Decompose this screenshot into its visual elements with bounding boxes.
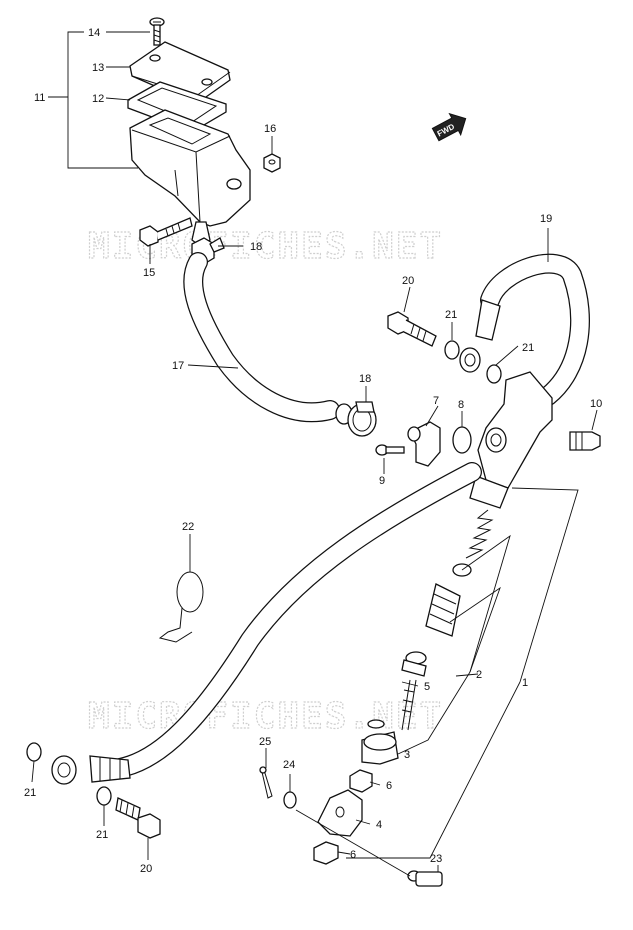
clamp-18-lower [347, 401, 377, 437]
o-ring-8 [452, 426, 472, 454]
callout-22: 22 [182, 521, 194, 533]
pin-23 [407, 870, 443, 887]
callout-11: 11 [34, 92, 45, 104]
callout-labels: 14 13 11 12 16 18 15 17 18 19 20 21 21 7… [24, 27, 602, 875]
callout-3: 3 [404, 749, 410, 761]
callout-13: 13 [92, 62, 104, 74]
nut-6-upper [349, 769, 373, 793]
washer-21-b [486, 364, 502, 384]
callout-18-lower: 18 [359, 373, 371, 385]
callout-7: 7 [433, 395, 439, 407]
screw-9 [375, 444, 405, 456]
callout-5: 5 [424, 681, 430, 693]
callout-10: 10 [590, 398, 602, 410]
bolt-10 [569, 431, 601, 451]
bolt-15 [139, 217, 193, 247]
piston-5 [401, 651, 427, 731]
nut-16 [263, 153, 281, 173]
callout-21-d: 21 [96, 829, 108, 841]
washer-21-c [26, 742, 42, 762]
watermark-bottom: MICROFICHES.NET [88, 696, 443, 737]
callout-25: 25 [259, 736, 271, 748]
washer-21-d [96, 786, 112, 806]
callout-21-c: 21 [24, 787, 36, 799]
callout-6-upper: 6 [386, 780, 392, 792]
callout-14: 14 [88, 27, 100, 39]
master-cylinder-body [469, 371, 553, 509]
callout-23: 23 [430, 853, 442, 865]
brake-hose-lower [51, 462, 482, 785]
reservoir-cap-13 [129, 41, 231, 105]
callout-20-upper: 20 [402, 275, 414, 287]
callout-2: 2 [476, 669, 482, 681]
callout-24: 24 [283, 759, 295, 771]
clevis-4 [317, 789, 363, 837]
screw-14 [149, 17, 165, 46]
fitting-7 [407, 421, 441, 467]
hose-17 [183, 252, 353, 425]
piston-spring [452, 509, 494, 577]
banjo-bolt-20-lower [115, 797, 161, 839]
callout-1: 1 [522, 677, 528, 689]
callout-21-b: 21 [522, 342, 534, 354]
callout-18-upper: 18 [250, 241, 262, 253]
brake-hose-19 [459, 253, 590, 406]
leader-lines [31, 31, 598, 877]
reservoir-body [129, 109, 251, 247]
callout-16: 16 [264, 123, 276, 135]
boot-3 [361, 719, 399, 765]
callout-21-a: 21 [445, 309, 457, 321]
banjo-bolt-20-upper [387, 311, 437, 347]
callout-15: 15 [143, 267, 155, 279]
spring-clip-22 [158, 571, 204, 643]
cotter-pin-25 [259, 766, 273, 799]
callout-19: 19 [540, 213, 552, 225]
callout-8: 8 [458, 399, 464, 411]
reservoir-assembly [127, 17, 281, 247]
callout-17: 17 [172, 360, 184, 372]
callout-6-lower: 6 [350, 849, 356, 861]
callout-9: 9 [379, 475, 385, 487]
nut-6-lower [313, 841, 339, 865]
callout-4: 4 [376, 819, 382, 831]
washer-24 [283, 791, 297, 809]
washer-21-a [444, 340, 460, 360]
callout-20-lower: 20 [140, 863, 152, 875]
callout-12: 12 [92, 93, 104, 105]
piston-cups [425, 583, 461, 637]
fwd-arrow-icon: FWD [431, 112, 467, 142]
